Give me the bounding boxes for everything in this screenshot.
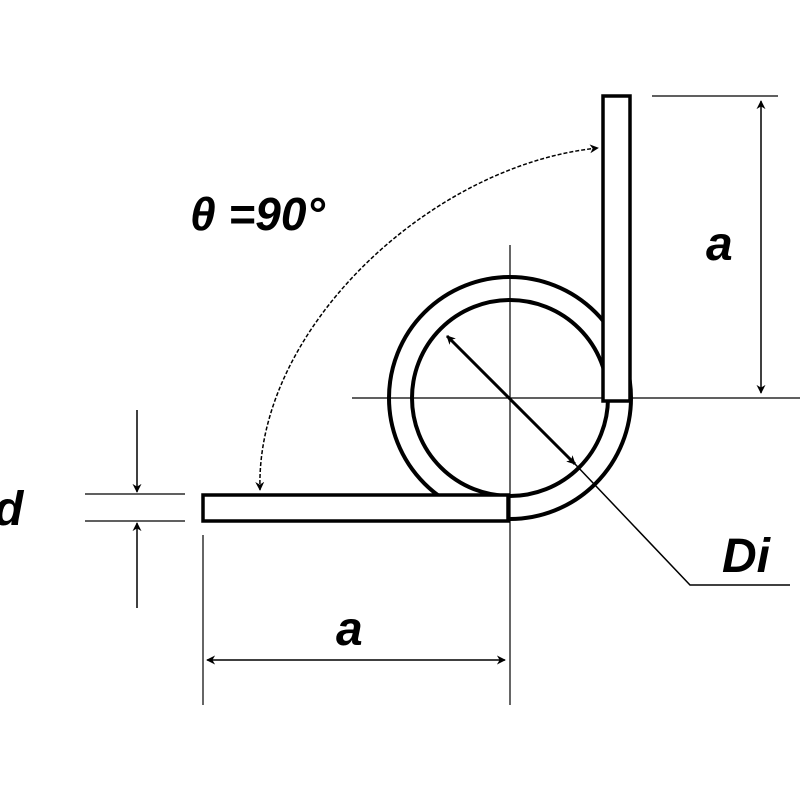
angle-label: θ =90° (190, 188, 325, 240)
angle-arc (255, 144, 599, 491)
vertical-leg-dimension: a (652, 95, 778, 394)
vertical-leg (601, 94, 632, 403)
wire-diameter-dimension: d (0, 410, 185, 608)
horizontal-leg (201, 493, 510, 523)
di-arrow (445, 334, 577, 466)
spring-body (201, 94, 633, 523)
horizontal-leg-dimension: a (202, 520, 511, 705)
di-label: Di (722, 530, 772, 583)
wire-diameter-label: d (0, 483, 25, 536)
horizontal-a-label: a (336, 603, 363, 656)
angle-dimension: θ =90° (190, 144, 599, 491)
vertical-a-label: a (706, 218, 733, 271)
di-leader-line (574, 463, 790, 586)
